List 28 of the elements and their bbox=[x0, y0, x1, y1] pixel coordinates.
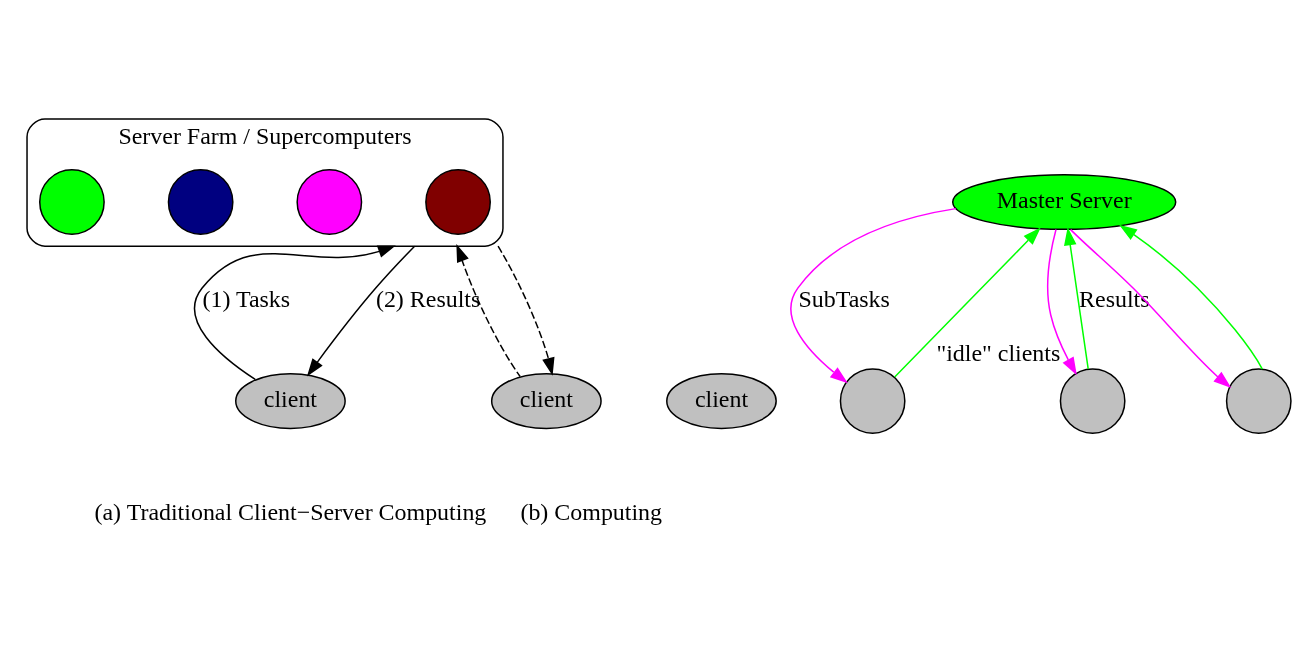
arrow bbox=[790, 207, 957, 384]
arrow bbox=[306, 245, 416, 377]
arrow bbox=[1119, 224, 1264, 370]
node-ellipse: Master Server bbox=[951, 173, 1177, 231]
edge-label: (2) Results bbox=[375, 286, 481, 313]
node-ellipse: client bbox=[235, 373, 346, 430]
node-circle bbox=[425, 169, 491, 235]
arrow bbox=[194, 245, 396, 381]
node-ellipse: client bbox=[666, 373, 777, 430]
node-label: "idle" clients bbox=[936, 340, 1061, 367]
node-circle bbox=[296, 169, 363, 235]
cluster: Server Farm / Supercomputers bbox=[26, 118, 504, 247]
arrow bbox=[893, 227, 1041, 378]
node-ellipse: client bbox=[490, 373, 602, 430]
node-circle bbox=[39, 169, 105, 235]
edge-label: (1) Tasks bbox=[202, 286, 291, 313]
edge-label: SubTasks bbox=[798, 286, 890, 313]
node-circle bbox=[167, 169, 234, 235]
arrow bbox=[1064, 227, 1089, 370]
label: (b) Computing bbox=[520, 498, 663, 525]
arrow bbox=[1069, 228, 1232, 389]
node-circle bbox=[839, 368, 906, 434]
arrow bbox=[1047, 228, 1077, 376]
node-circle bbox=[1225, 368, 1292, 434]
arrow bbox=[456, 244, 521, 378]
arrow bbox=[497, 245, 555, 376]
label: (a) Traditional Client−Server Computing bbox=[94, 498, 487, 525]
node-circle bbox=[1059, 368, 1126, 434]
